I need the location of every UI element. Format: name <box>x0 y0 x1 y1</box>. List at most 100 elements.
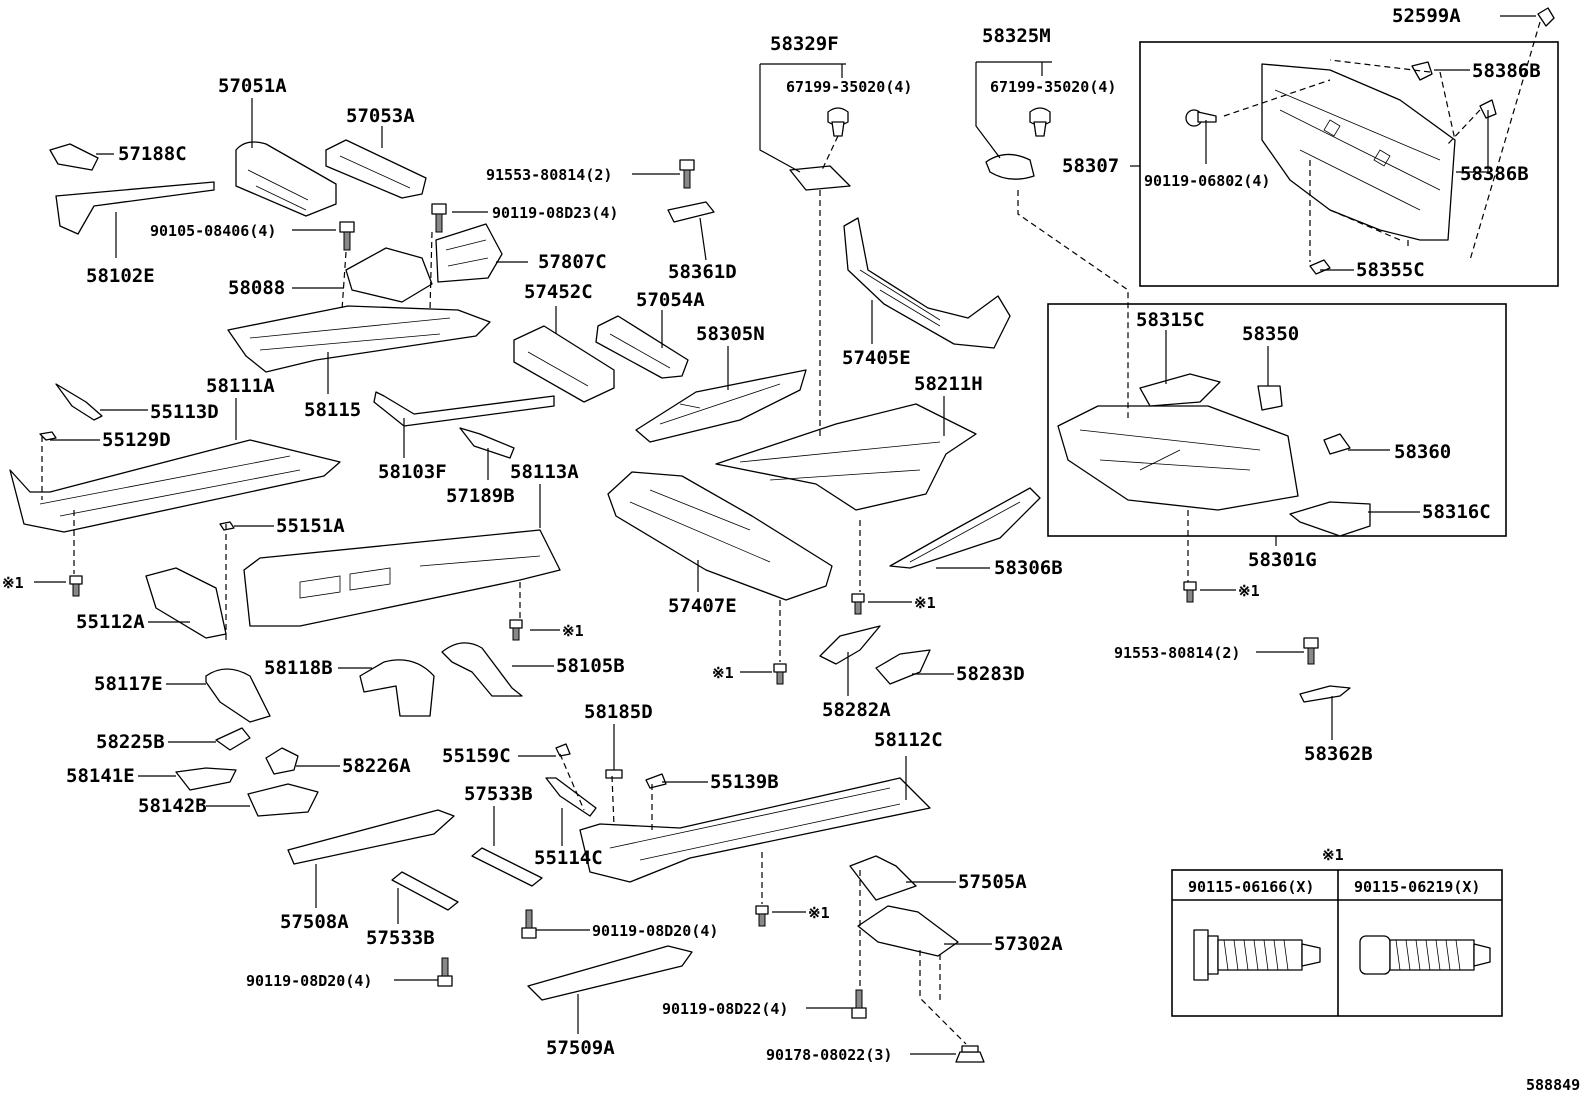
part-57188C-drawing <box>49 143 99 171</box>
part-58225B-drawing <box>215 727 251 751</box>
part-58307-drawing <box>1261 63 1456 241</box>
label-57452C: 57452C <box>524 281 593 303</box>
label-91553-80814-a: 91553-80814(2) <box>486 166 612 184</box>
label-90105-08406: 90105-08406(4) <box>150 222 276 240</box>
label-58141E: 58141E <box>66 765 135 787</box>
flanged-bolt-icon <box>1193 929 1321 981</box>
label-57807C: 57807C <box>538 251 607 273</box>
label-58355C: 58355C <box>1356 259 1425 281</box>
label-57533B-2: 57533B <box>366 927 435 949</box>
ref-label-1: ※1 <box>2 574 24 592</box>
part-58283D-drawing <box>875 649 931 685</box>
label-58301G: 58301G <box>1248 549 1317 571</box>
label-58142B: 58142B <box>138 795 207 817</box>
part-58350-drawing <box>1257 385 1283 411</box>
part-58315C-drawing <box>1139 373 1221 407</box>
label-55151A: 55151A <box>276 515 345 537</box>
ref-bolt-2 <box>509 619 523 641</box>
part-91553-80814-a-drawing <box>679 159 695 189</box>
group-box-58307 <box>1139 41 1559 287</box>
part-90119-06802-drawing <box>1185 109 1217 127</box>
part-55139B-drawing <box>645 773 667 789</box>
label-58115: 58115 <box>304 399 361 421</box>
part-90119-08D20-a-drawing <box>521 909 537 939</box>
diagram-id: 588849 <box>1526 1076 1580 1094</box>
label-57508A: 57508A <box>280 911 349 933</box>
part-67199-35020-a-drawing <box>827 107 849 137</box>
ref-bolt-6 <box>755 905 769 927</box>
label-58325M: 58325M <box>982 25 1051 47</box>
part-57302A-drawing <box>857 905 959 957</box>
label-58315C: 58315C <box>1136 309 1205 331</box>
part-58141E-drawing <box>175 767 237 791</box>
part-58282A-drawing <box>819 625 881 665</box>
ref-bolt-4 <box>773 663 787 685</box>
leader-lines <box>34 15 1536 1055</box>
ref-label-3: ※1 <box>914 594 936 612</box>
part-90119-08D20-b-drawing <box>437 957 453 987</box>
part-58103F-drawing <box>373 391 555 427</box>
label-57054A: 57054A <box>636 289 705 311</box>
part-55159C-drawing <box>555 743 571 757</box>
label-58185D: 58185D <box>584 701 653 723</box>
ref-label-6: ※1 <box>808 904 830 922</box>
part-58226A-drawing <box>265 747 299 775</box>
part-58115-drawing <box>227 305 491 373</box>
label-57533B-1: 57533B <box>464 783 533 805</box>
legend-col2-header: 90115-06219(X) <box>1354 878 1480 896</box>
part-58105B-drawing <box>441 642 523 697</box>
label-58283D: 58283D <box>956 663 1025 685</box>
label-58282A: 58282A <box>822 699 891 721</box>
label-58088: 58088 <box>228 277 285 299</box>
label-57509A: 57509A <box>546 1037 615 1059</box>
part-57509A-drawing <box>527 945 693 1001</box>
label-58111A: 58111A <box>206 375 275 397</box>
label-58306B: 58306B <box>994 557 1063 579</box>
part-58301G-drawing <box>1057 405 1299 511</box>
label-58226A: 58226A <box>342 755 411 777</box>
label-55139B: 55139B <box>710 771 779 793</box>
label-90119-06802: 90119-06802(4) <box>1144 172 1270 190</box>
label-58361D: 58361D <box>668 261 737 283</box>
part-58386B-1-drawing <box>1411 61 1433 81</box>
label-57053A: 57053A <box>346 105 415 127</box>
label-58113A: 58113A <box>510 461 579 483</box>
part-57054A-drawing <box>595 315 689 379</box>
part-55113D-drawing <box>55 383 103 421</box>
ref-bolt-5 <box>1183 581 1197 603</box>
ref-label-2: ※1 <box>562 622 584 640</box>
bolt-icon <box>1359 935 1491 975</box>
label-90119-08D20-a: 90119-08D20(4) <box>592 922 718 940</box>
part-57505A-drawing <box>849 855 917 901</box>
part-58117E-drawing <box>205 668 271 723</box>
label-55129D: 55129D <box>102 429 171 451</box>
label-58211H: 58211H <box>914 373 983 395</box>
part-67199-35020-b-drawing <box>1029 107 1051 137</box>
part-57051A-drawing <box>235 141 337 217</box>
label-58350: 58350 <box>1242 323 1299 345</box>
label-57505A: 57505A <box>958 871 1027 893</box>
label-55113D: 55113D <box>150 401 219 423</box>
part-57807C-drawing <box>435 223 503 283</box>
part-57533B-1-drawing <box>471 847 543 887</box>
label-58316C: 58316C <box>1422 501 1491 523</box>
legend-col1-header: 90115-06166(X) <box>1188 878 1314 896</box>
label-58117E: 58117E <box>94 673 163 695</box>
part-58305N-drawing <box>635 369 807 443</box>
part-90105-08406-drawing <box>339 221 355 251</box>
label-57407E: 57407E <box>668 595 737 617</box>
part-58360-drawing <box>1323 433 1351 455</box>
part-58088-drawing <box>345 247 433 303</box>
part-58355C-drawing <box>1309 259 1331 275</box>
label-57188C: 57188C <box>118 143 187 165</box>
label-91553-80814-b: 91553-80814(2) <box>1114 644 1240 662</box>
label-57189B: 57189B <box>446 485 515 507</box>
part-58113A-drawing <box>243 529 561 627</box>
part-58316C-drawing <box>1289 501 1371 537</box>
label-58305N: 58305N <box>696 323 765 345</box>
ref-bolt-1 <box>69 575 83 597</box>
part-90178-08022-drawing <box>955 1045 985 1063</box>
ref-label-5: ※1 <box>1238 582 1260 600</box>
label-57051A: 57051A <box>218 75 287 97</box>
